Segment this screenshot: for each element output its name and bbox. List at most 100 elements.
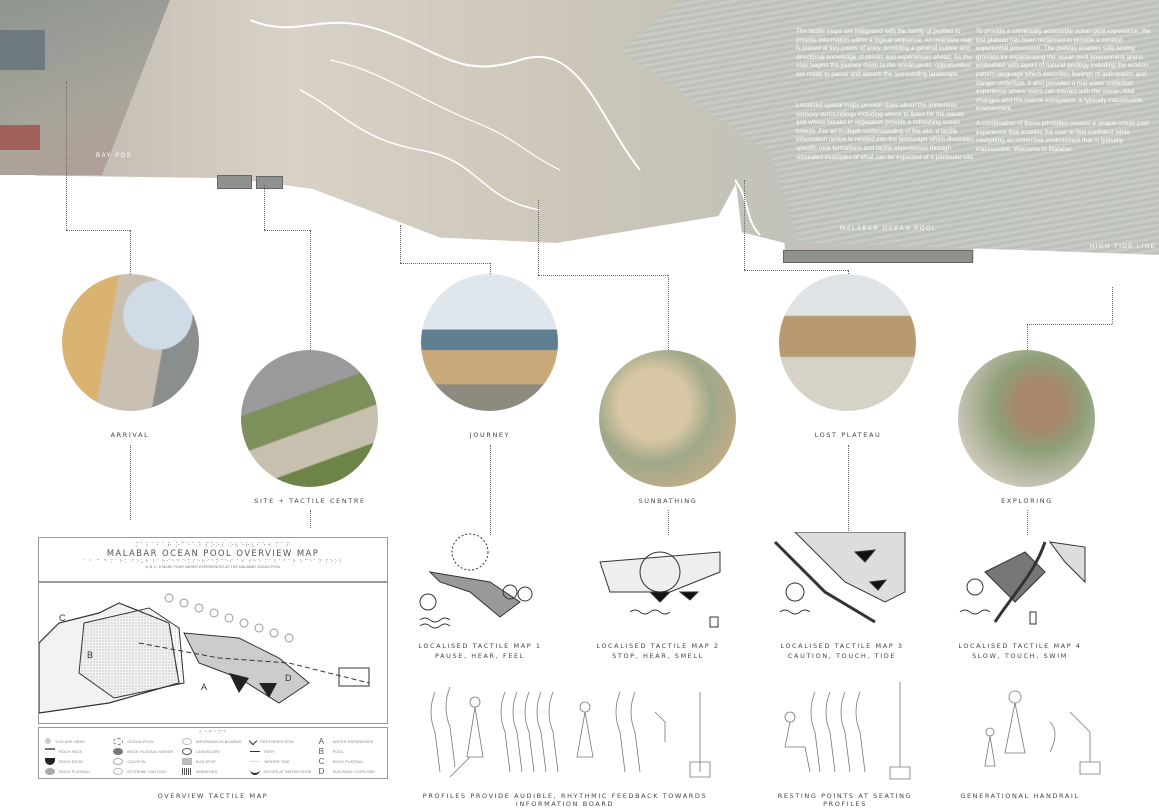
bus-stop-icon bbox=[181, 757, 192, 765]
local-map-2 bbox=[599, 551, 721, 628]
leader-line bbox=[310, 230, 311, 350]
vignette-exploring-image bbox=[958, 350, 1095, 487]
leader-line bbox=[130, 445, 131, 520]
seating-caption: RESTING POINTS AT SEATING PROFILES bbox=[777, 792, 913, 808]
leader-line bbox=[668, 275, 669, 350]
letter-a-icon: A bbox=[318, 736, 324, 746]
legend-label: INFORMATION BOARDS bbox=[195, 738, 242, 744]
map-letter-c: C bbox=[59, 613, 66, 623]
building-roof bbox=[0, 125, 40, 150]
legend-label: ROCK PLATEAU bbox=[59, 768, 90, 774]
white-path-line bbox=[734, 179, 761, 236]
leader-line bbox=[66, 230, 130, 231]
leader-line bbox=[848, 270, 849, 274]
overview-map: C B A D bbox=[38, 582, 388, 724]
bus-stop-marker bbox=[338, 667, 370, 687]
overview-header: ⠍⠁⠇⠁⠃⠁⠗ ⠕⠉⠑⠁⠝ ⠏⠕⠕⠇ ⠕⠧⠑⠗⠧⠊⠑⠺ ⠍⠁⠏ MALABAR … bbox=[38, 537, 388, 582]
legend-item: YOU ARE HERE bbox=[45, 736, 107, 746]
leader-line bbox=[538, 275, 668, 276]
legend-item: INFORMATION BOARDS bbox=[181, 736, 244, 746]
legend-item: OCEAN POOL bbox=[113, 736, 175, 746]
rock-edge-icon bbox=[45, 757, 55, 765]
map-letter-a: A bbox=[201, 682, 207, 692]
path-lines-overlay bbox=[0, 19, 761, 236]
leader-line bbox=[400, 263, 490, 264]
legend-item: ROCK FACE bbox=[45, 746, 107, 756]
tide-label: HIGH TIDE LINE bbox=[1090, 244, 1157, 250]
letter-d-icon: D bbox=[318, 766, 325, 776]
legend-label: ROCK EDGE bbox=[59, 758, 84, 764]
path-line bbox=[138, 642, 370, 684]
legend-item: PATH bbox=[250, 746, 312, 756]
legend-label: HIGHER TIDE bbox=[264, 758, 290, 764]
leader-line bbox=[264, 185, 265, 230]
pool-section-block bbox=[217, 175, 252, 189]
legend-label: YOU ARE HERE bbox=[55, 738, 86, 744]
vignette-label: SITE + TACTILE CENTRE bbox=[254, 497, 366, 505]
leader-line bbox=[66, 82, 67, 230]
vignette-journey-image bbox=[421, 274, 558, 411]
local-map-4 bbox=[959, 541, 1086, 625]
legend-label: ROCK FACE bbox=[59, 748, 83, 754]
leader-line bbox=[490, 263, 491, 274]
vignette-arrival-image bbox=[62, 274, 199, 411]
leader-line bbox=[400, 225, 401, 263]
path-direction-icon bbox=[248, 736, 258, 746]
leader-line bbox=[1027, 510, 1028, 535]
leader-line bbox=[130, 230, 131, 274]
leader-line bbox=[538, 200, 539, 275]
legend-item: ROCK PLATEAU bbox=[45, 766, 107, 776]
legend-item: CAUTION bbox=[113, 756, 175, 766]
legend-label: OCEAN POOL bbox=[127, 738, 154, 744]
overview-caption: OVERVIEW TACTILE MAP bbox=[157, 792, 269, 800]
legend-label: BUS STOP bbox=[195, 758, 216, 764]
legend-braille: ⠇⠑⠛⠑⠝⠙ bbox=[199, 730, 227, 736]
white-path-line bbox=[249, 19, 641, 171]
local-map-title: LOCALISED TACTILE MAP 4 bbox=[958, 642, 1082, 650]
local-map-subtitle: SLOW, TOUCH, SWIM bbox=[972, 652, 1068, 660]
localised-maps-drawings bbox=[419, 532, 1086, 629]
legend-label: AMENITIES bbox=[195, 768, 218, 774]
vignette-label: JOURNEY bbox=[469, 431, 511, 439]
overview-map-drawing: C B A D bbox=[38, 593, 370, 714]
bus-image bbox=[0, 30, 45, 70]
handrail-sketch bbox=[984, 690, 1101, 775]
intro-paragraph-2: Localised spatial maps provide clues abo… bbox=[796, 102, 975, 161]
legend-item: EXTREME CAUTION bbox=[113, 766, 175, 776]
legend-label: LANDSCAPE bbox=[195, 748, 221, 754]
ocean-pool-shape bbox=[78, 607, 185, 699]
ocean-pool-block bbox=[783, 250, 973, 263]
profiles-caption: PROFILES PROVIDE AUDIBLE, RHYTHMIC FEEDB… bbox=[422, 792, 708, 808]
you-are-here-icon bbox=[45, 738, 51, 744]
legend-label: CAUTION bbox=[127, 758, 146, 764]
overview-title: MALABAR OCEAN POOL OVERVIEW MAP bbox=[106, 549, 320, 559]
leader-line bbox=[310, 510, 311, 528]
legend-item: PATH DIRECTION bbox=[248, 736, 312, 746]
path-icon bbox=[250, 750, 261, 752]
map-letter-b: B bbox=[87, 650, 93, 660]
legend-item: BUS STOP bbox=[181, 756, 244, 766]
overview-subtitle: A, B, C, D MARK FOUR VARIED EXPERIENCES … bbox=[145, 565, 281, 569]
vignette-site-image bbox=[241, 350, 378, 487]
white-path-line bbox=[299, 89, 541, 211]
map-letter-d: D bbox=[285, 673, 292, 683]
vignette-sunbathing-image bbox=[599, 350, 736, 487]
local-map-subtitle: STOP, HEAR, SMELL bbox=[612, 652, 704, 660]
rock-shelf-shape bbox=[183, 632, 310, 704]
leader-line bbox=[1112, 287, 1113, 324]
leader-line bbox=[744, 180, 745, 270]
rock-face-icon bbox=[45, 747, 55, 755]
legend-item: LANDSCAPE bbox=[181, 746, 244, 756]
vignette-lost-plateau-image bbox=[779, 274, 916, 411]
legend-item: ROCK EDGE bbox=[45, 756, 107, 766]
vignette-label: ARRIVAL bbox=[110, 431, 150, 439]
vignette-label: SUNBATHING bbox=[638, 497, 698, 505]
landscape-icon bbox=[181, 747, 192, 755]
legend-label: ROCK PLATEAU bbox=[332, 758, 364, 764]
seating-sketch bbox=[784, 682, 911, 780]
ocean-pool-icon bbox=[113, 737, 124, 745]
legend-grid: YOU ARE HERE ROCK FACE ROCK EDGE ROCK PLATE… bbox=[45, 736, 381, 776]
